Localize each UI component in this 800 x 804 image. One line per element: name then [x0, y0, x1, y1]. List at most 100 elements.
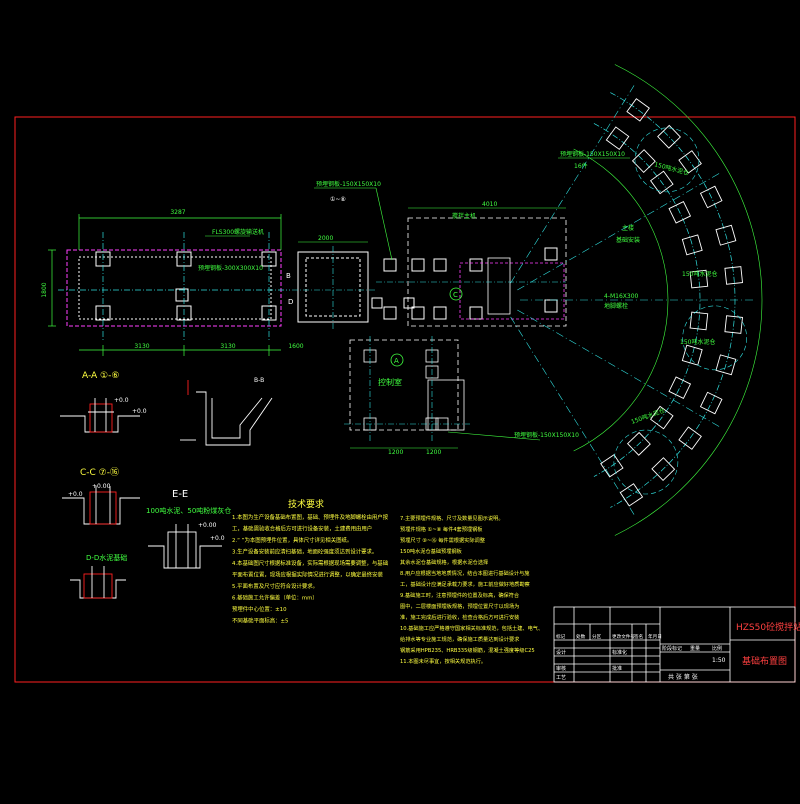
note-line-right: 8.用户应根据当地地质情况，结合本图进行基础设计与施 [400, 569, 529, 577]
silo-footing-pad [715, 354, 737, 376]
silo-radial-line [517, 172, 721, 291]
silo-footing-pad [626, 98, 650, 122]
dim-mid-3: 1200 [426, 449, 441, 456]
dim-top-left: 3287 [170, 209, 185, 216]
note-line: 平面布置位置，现场应根据实际情况进行调整，以确定最终安装 [232, 571, 384, 579]
note-line: 1.本图为生产设备基础布置图，基础、预埋件及地脚螺栓由用户按 [232, 513, 389, 521]
silo-footing-pad [600, 454, 624, 478]
note-line: 工，基础需验收合格后方可进行设备安装，土建费用由用户 [232, 525, 372, 533]
section-aa [60, 398, 140, 433]
label-anchor: 4-M16X300 [604, 293, 639, 300]
dim-left: 1800 [41, 282, 48, 297]
silo-footing-pad [699, 391, 723, 415]
note-line-right: 11.本图未尽事宜，按相关规范执行。 [400, 657, 486, 665]
silo-footing-pad [678, 150, 702, 174]
tb-sheet-name: 基础布置图 [742, 655, 787, 667]
silo-arc-centerline [593, 123, 701, 477]
plan-main-building [376, 207, 567, 327]
section-aa-level: +0.0 [114, 397, 129, 404]
note-line-right: 预埋件规格 ①~⑧ 每件4套预埋钢板 [400, 525, 483, 533]
silo-outline-circle [682, 305, 747, 371]
note-line: 4.本基础图尺寸根据标准设备，实际需根据现场需要调整，与基础 [232, 559, 388, 567]
label-mixer-main: 搅拌主机 [452, 212, 476, 220]
silo-footing-pad [605, 126, 630, 150]
silo-footing-pad [619, 483, 644, 507]
dim-top-mid: 4010 [482, 201, 497, 208]
silo-arc-dimension [614, 64, 763, 536]
note-line-right: 预埋尺寸 ⑨~⑯ 每件需根据实际调整 [400, 536, 485, 544]
section-bb-title: B-B [254, 377, 264, 384]
note-line: 预埋件中心位置：±10 [232, 605, 287, 613]
tb-std: 标准化 [612, 649, 627, 656]
tb-col-label: 处数 [576, 633, 586, 640]
note-line-right: 图中，二层楼面预埋板规格，预埋位置尺寸以现场为 [400, 602, 519, 610]
circle-d-label: D [288, 298, 293, 306]
label-control-room: 控制室 [378, 377, 402, 387]
section-ee-sub: 100吨水泥、50吨粉煤灰仓 [146, 506, 231, 515]
note-line-right: 10.基础施工应严格遵守国家相关标准规范，包括土建、电气、 [400, 624, 543, 632]
label-pieces: 16件 [574, 162, 588, 170]
tb-sheet-count: 共 张 第 张 [668, 673, 698, 681]
tb-stage: 阶段标记 [662, 645, 682, 652]
notes-title: 技术要求 [288, 498, 324, 510]
section-bb [180, 380, 273, 446]
plan-left-centerlines [58, 232, 290, 340]
label-ring-2: 150吨水泥仓 [682, 270, 717, 278]
silo-radial-line [510, 83, 636, 284]
section-dd [70, 566, 126, 599]
drawing-frame [14, 116, 796, 683]
silo-outline-circle [613, 429, 679, 495]
tb-approve: 批准 [612, 665, 622, 672]
section-cc-level2: +0.00 [92, 483, 111, 490]
silo-footing-pad [681, 234, 703, 256]
section-ee [148, 524, 222, 569]
section-cc-title: C-C ⑦-⑯ [80, 467, 119, 478]
plan-mixer-base [292, 246, 376, 330]
note-line: 不同基础平面标高：±5 [232, 617, 288, 625]
tb-check: 审核 [556, 665, 566, 672]
silo-footing-pad [668, 201, 692, 224]
label-embedded-top: 预埋钢板-150X150X10 [316, 180, 381, 188]
label-host: 主楼 [622, 224, 634, 232]
tb-col-label: 签名 [634, 633, 643, 640]
tb-weight: 重量 [690, 645, 700, 652]
dim-mid-2: 1200 [388, 449, 403, 456]
silo-footing-pad [689, 311, 709, 331]
section-aa-title: A-A ①-⑥ [82, 371, 119, 381]
note-line-right: 工，基础设计应满足承载力要求，施工前应做好地质勘察 [400, 580, 530, 588]
note-line: 5.平面布置及尺寸应符合设计要求。 [232, 582, 318, 590]
tb-scale-label: 比例 [712, 645, 722, 652]
note-line: 2.“ ”为本图预埋件位置，具体尺寸详见相关图纸。 [232, 536, 352, 544]
silo-footing-pad [631, 149, 656, 174]
tb-project-title: HZS50砼搅拌站 [736, 621, 800, 633]
plan-left-foundation [66, 249, 282, 327]
silo-arc-dimension [573, 148, 669, 452]
silo-footing-pad [650, 170, 674, 195]
label-embedded-bottom: 预埋钢板-150X150X10 [514, 431, 579, 439]
note-line-right: 9.基础施工时，注意预埋件的位置及标高，确保符合 [400, 591, 520, 599]
silo-radial-line [510, 316, 636, 517]
label-ring-3: 150吨水泥仓 [680, 338, 715, 346]
silo-footing-pad [626, 431, 651, 456]
silo-footing-pad [668, 376, 692, 399]
note-line: 3.生产设备安装前应清扫基础，地面砼强度须达到设计要求。 [232, 548, 377, 556]
tb-scale-value: 1:50 [712, 657, 726, 664]
tb-design: 设计 [556, 649, 566, 656]
section-ee-level1: +0.00 [198, 522, 217, 529]
section-aa-level2: +0.0 [132, 408, 147, 415]
section-cc-level1: +0.0 [68, 491, 83, 498]
tb-col-label: 标记 [556, 633, 566, 640]
label-anchor2: 地脚螺栓 [604, 302, 628, 310]
note-line-right: 150吨水泥仓基础预埋钢板 [400, 547, 463, 555]
label-embedded-right: 预埋钢板-150X150X10 [560, 150, 625, 158]
silo-footing-pad [657, 124, 681, 149]
silo-arc-layout [510, 64, 763, 536]
silo-footing-pad [724, 315, 743, 334]
tb-process: 工艺 [556, 675, 566, 681]
silo-footing-pad [681, 344, 703, 366]
note-line-right: 给排水等专业施工规范，确保施工质量达到设计要求 [400, 635, 520, 643]
plan-left-dimensions [48, 214, 282, 356]
dim-mid-1: 2000 [318, 235, 333, 242]
